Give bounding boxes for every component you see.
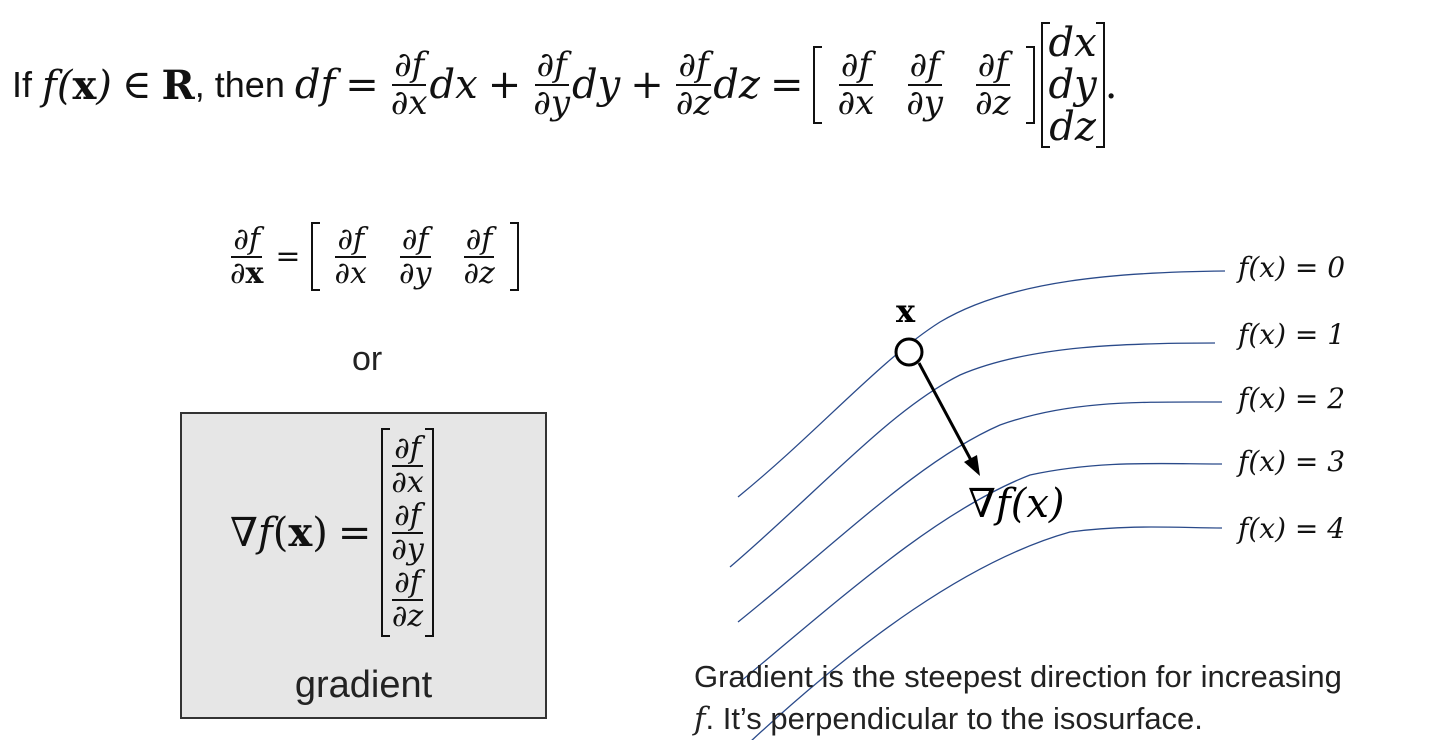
- then-word: , then: [194, 64, 285, 105]
- point-x-marker: [894, 337, 924, 367]
- partial-f-partial-y: ∂f ∂y: [533, 45, 571, 123]
- isoline-label-3: f(x) = 3: [1236, 445, 1345, 478]
- or-word: or: [352, 340, 383, 378]
- column-vector: dx dy dz: [1040, 22, 1105, 148]
- differential-equation: If f(x) ∈ R , then df = ∂f ∂x dx + ∂f ∂y…: [12, 10, 1117, 160]
- plus-sign: +: [630, 62, 664, 108]
- equals-sign: =: [337, 509, 372, 556]
- isoline-3: [739, 462, 1223, 683]
- caption: Gradient is the steepest direction for i…: [694, 656, 1342, 740]
- gradient-box: ∇f ( x ) = ∂f∂x ∂f∂y ∂f∂z gradient: [180, 412, 547, 719]
- row-vector: ∂f∂x ∂f∂y ∂f∂z: [310, 222, 520, 291]
- gradient-arrowhead: [964, 455, 980, 476]
- gradient-arrow: [917, 362, 974, 463]
- isoline-label-2: f(x) = 2: [1236, 382, 1345, 415]
- isoline-label-4: f(x) = 4: [1236, 512, 1345, 545]
- if-word: If: [12, 64, 33, 105]
- equals-sign: =: [345, 62, 379, 108]
- isoline-4: [751, 526, 1223, 740]
- row-vector: ∂f∂x ∂f∂y ∂f∂z: [813, 46, 1035, 125]
- isoline-diagram: x ∇f(x) f(x) = 0 f(x) = 1 f(x) = 2 f(x) …: [729, 251, 1345, 740]
- isolines: [729, 270, 1226, 740]
- partial-f-partial-bold-x: ∂f ∂x: [230, 222, 264, 291]
- f-of-x: f(x): [42, 61, 112, 109]
- isoline-label-0: f(x) = 0: [1236, 251, 1345, 284]
- plus-sign: +: [487, 62, 522, 108]
- dz-term: dz: [713, 62, 760, 108]
- df-term: df: [294, 62, 336, 108]
- period: .: [1104, 62, 1118, 108]
- caption-line-2: f. It’s perpendicular to the isosurface.: [694, 701, 1203, 737]
- isoline-label-1: f(x) = 1: [1236, 318, 1345, 351]
- element-of-symbol: ∈: [121, 62, 152, 108]
- partial-f-partial-x: ∂f ∂x: [390, 45, 428, 123]
- isoline-0: [737, 270, 1226, 498]
- gradient-label: gradient: [294, 664, 433, 706]
- dy-term: dy: [572, 62, 621, 108]
- dx-term: dx: [429, 62, 478, 108]
- point-x-label: x: [896, 292, 916, 330]
- equals-sign: =: [275, 239, 301, 274]
- equals-sign: =: [769, 62, 804, 108]
- bold-x: x: [288, 509, 313, 556]
- caption-line-1: Gradient is the steepest direction for i…: [694, 659, 1342, 694]
- nabla-f: ∇f: [230, 509, 273, 556]
- gradient-equation: ∇f ( x ) = ∂f∂x ∂f∂y ∂f∂z: [230, 428, 435, 637]
- isoline-1: [729, 342, 1216, 568]
- gradient-vector-label: ∇f(x): [968, 481, 1065, 527]
- partial-f-partial-z: ∂f ∂z: [675, 45, 712, 123]
- partial-derivative-equation: ∂f ∂x = ∂f∂x ∂f∂y ∂f∂z: [228, 222, 520, 291]
- gradient-column-vector: ∂f∂x ∂f∂y ∂f∂z: [381, 428, 435, 637]
- reals-symbol: R: [161, 61, 195, 109]
- isoline-2: [737, 401, 1223, 623]
